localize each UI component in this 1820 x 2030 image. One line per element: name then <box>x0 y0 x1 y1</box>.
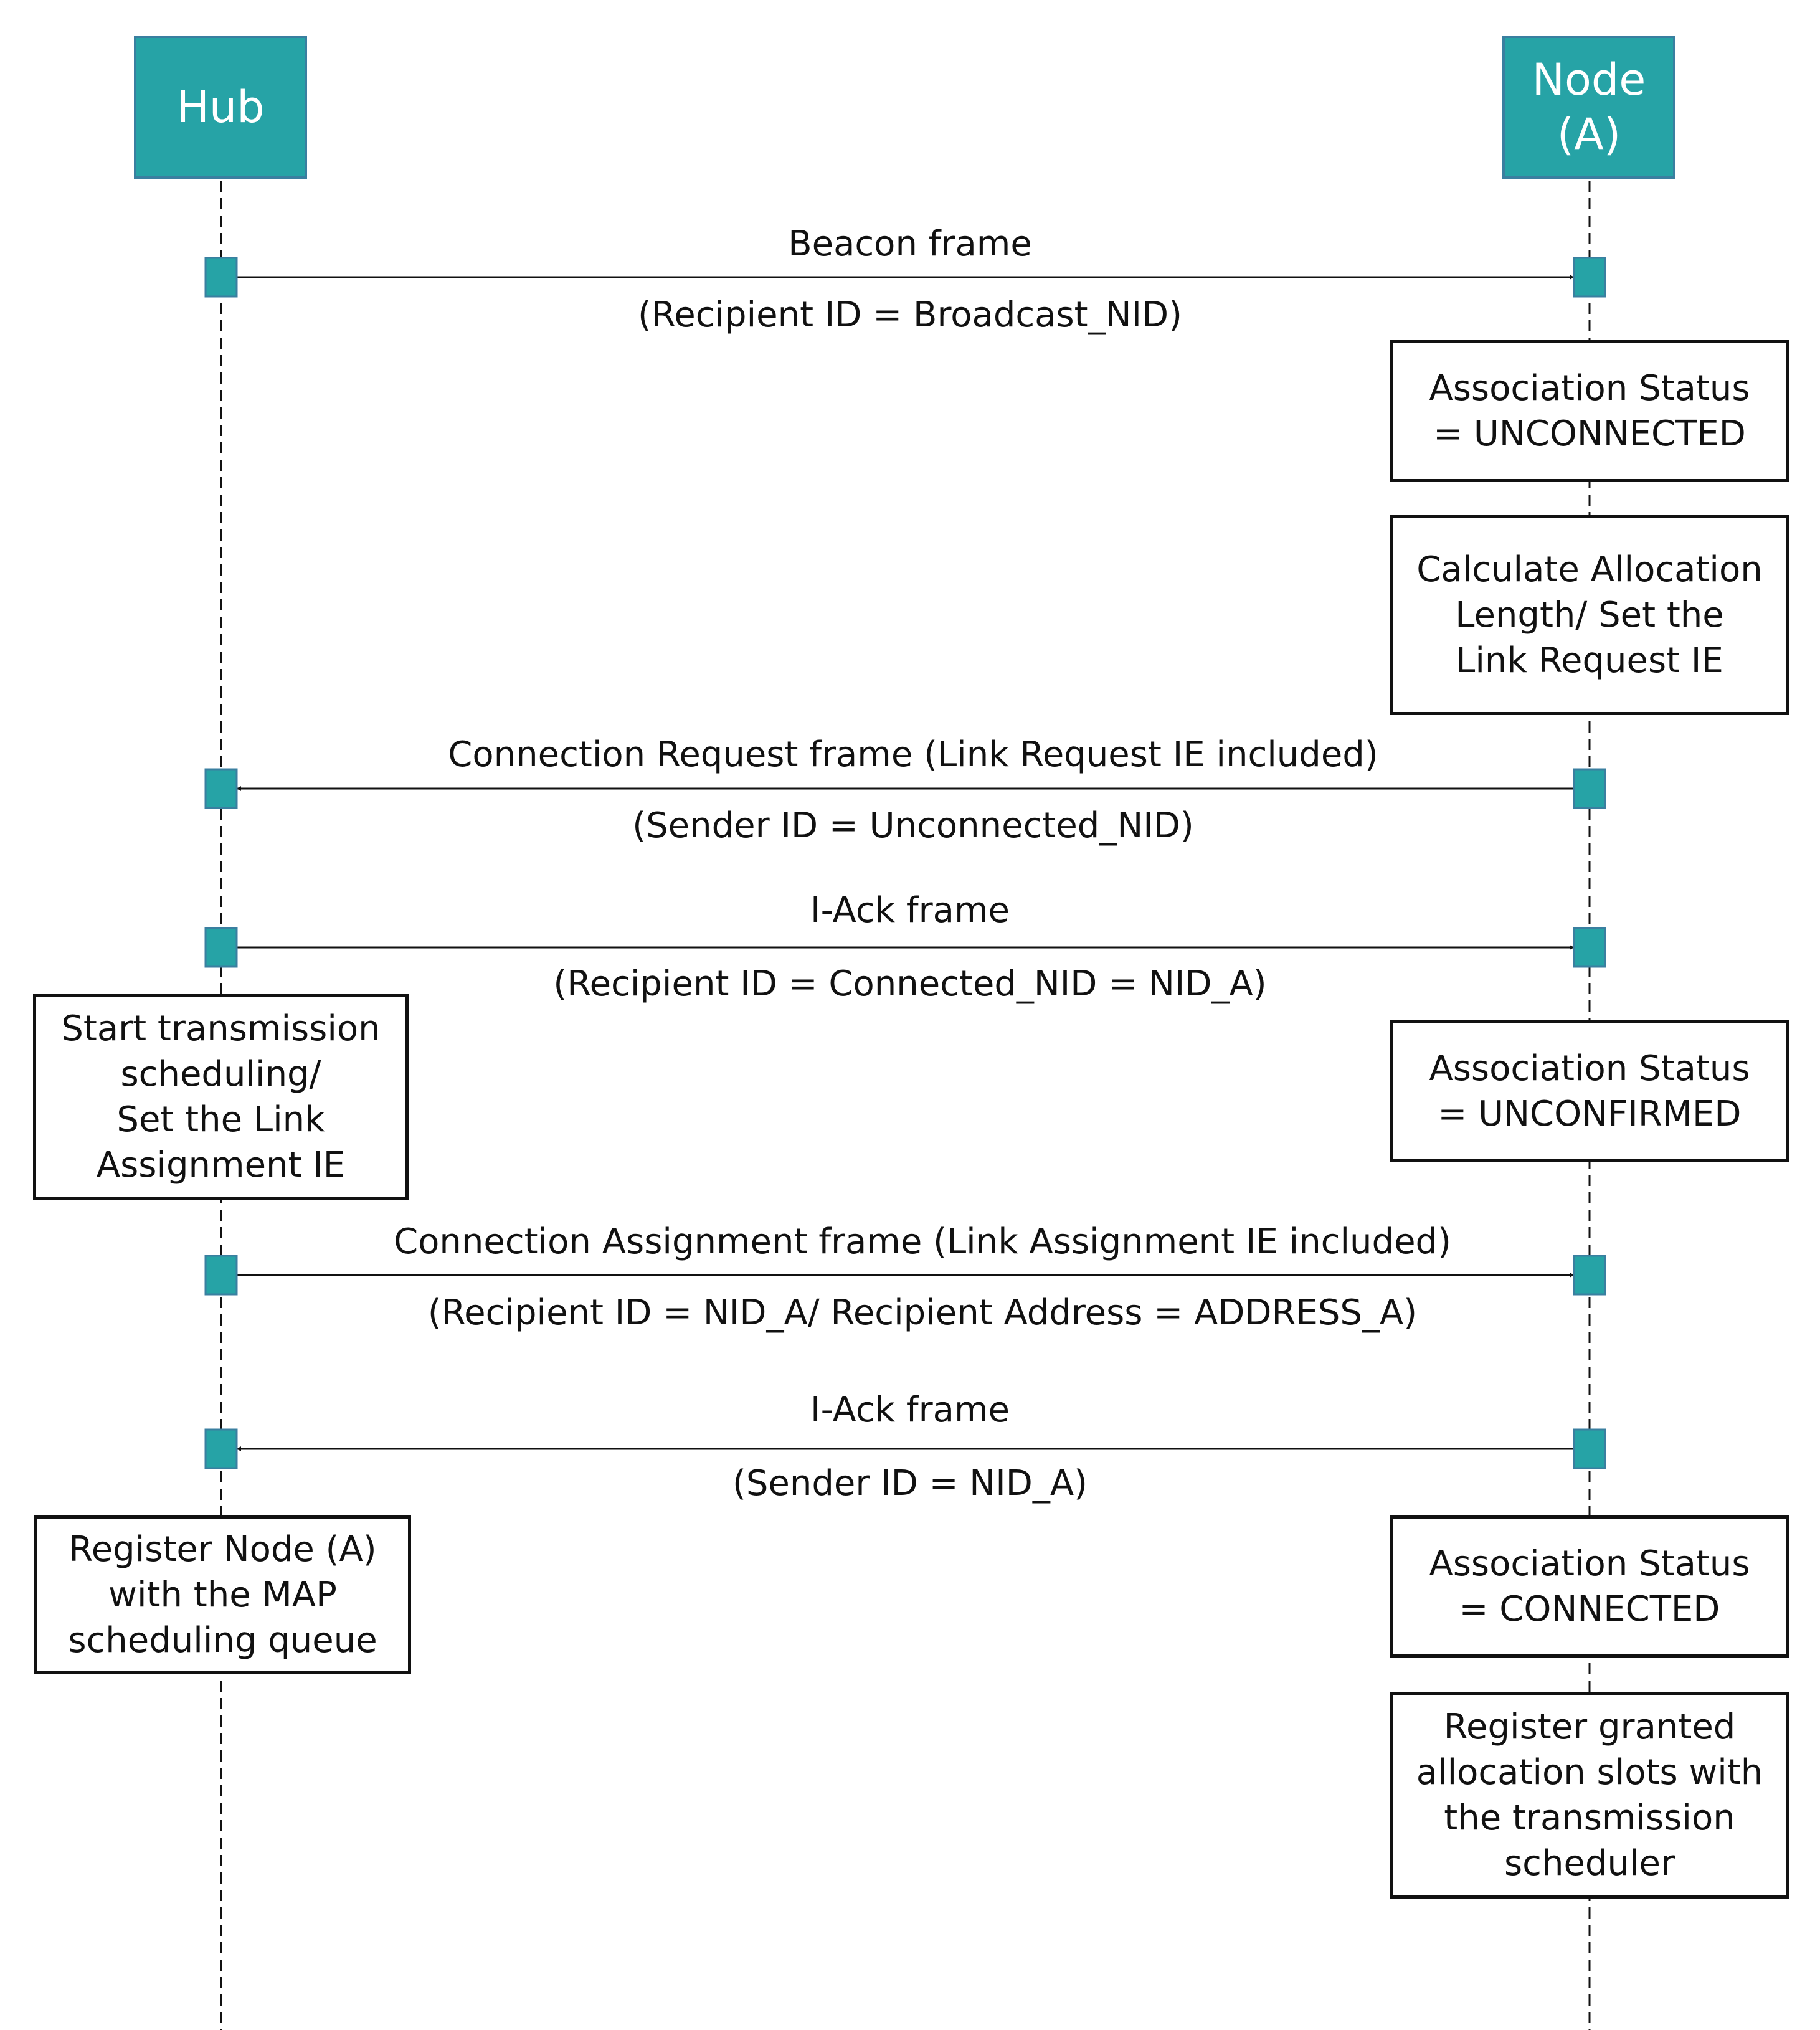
node-status-connected-note: Association Status = CONNECTED <box>1390 1515 1789 1658</box>
message-4-detail: (Recipient ID = NID_A/ Recipient Address… <box>427 1292 1418 1333</box>
node-status-unconfirmed-note: Association Status = UNCONFIRMED <box>1390 1020 1789 1162</box>
message-1-detail: (Recipient ID = Broadcast_NID) <box>638 295 1182 335</box>
hub-start-scheduling-note: Start transmission scheduling/ Set the L… <box>33 994 409 1200</box>
message-5-label: I-Ack frame <box>810 1390 1010 1430</box>
node-status-unconnected-note: Association Status = UNCONNECTED <box>1390 340 1789 482</box>
hub-activation-3 <box>204 927 238 968</box>
message-5-detail: (Sender ID = NID_A) <box>732 1463 1088 1504</box>
node-register-slots-note: Register granted allocation slots with t… <box>1390 1692 1789 1899</box>
node-activation-3 <box>1573 927 1606 968</box>
hub-register-node-note: Register Node (A) with the MAP schedulin… <box>34 1515 411 1674</box>
node-participant: Node (A) <box>1502 36 1675 179</box>
message-4-label: Connection Assignment frame (Link Assign… <box>394 1221 1451 1262</box>
hub-activation-1 <box>204 257 238 298</box>
hub-activation-4 <box>204 1255 238 1296</box>
node-activation-2 <box>1573 768 1606 809</box>
message-3-label: I-Ack frame <box>810 890 1010 931</box>
node-activation-1 <box>1573 257 1606 298</box>
node-calculate-allocation-note: Calculate Allocation Length/ Set the Lin… <box>1390 515 1789 715</box>
hub-activation-2 <box>204 768 238 809</box>
message-2-label: Connection Request frame (Link Request I… <box>448 734 1378 775</box>
node-activation-5 <box>1573 1428 1606 1469</box>
message-1-label: Beacon frame <box>788 224 1032 264</box>
message-2-detail: (Sender ID = Unconnected_NID) <box>632 805 1194 846</box>
message-3-detail: (Recipient ID = Connected_NID = NID_A) <box>553 964 1267 1004</box>
hub-participant: Hub <box>134 36 307 179</box>
node-activation-4 <box>1573 1255 1606 1296</box>
hub-activation-5 <box>204 1428 238 1469</box>
